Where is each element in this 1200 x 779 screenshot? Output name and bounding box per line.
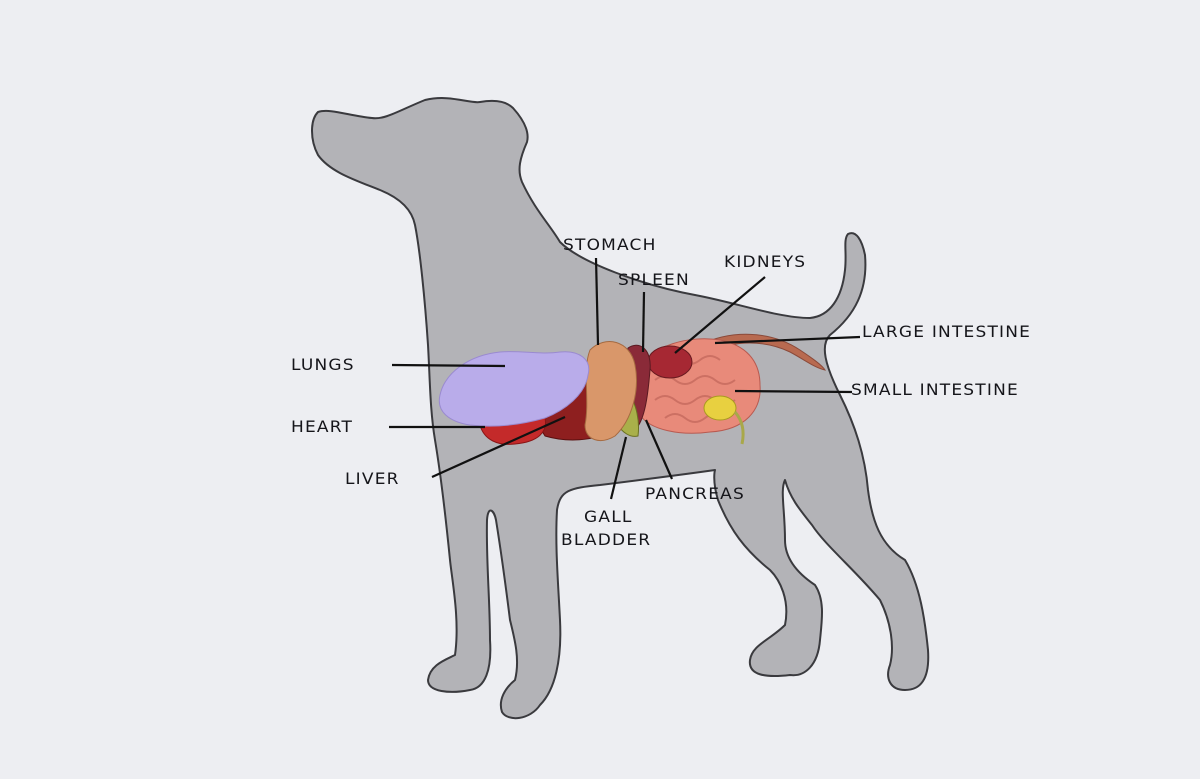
leader-liver: [431, 415, 566, 479]
leader-small-intestine: [734, 389, 853, 394]
label-stomach: STOMACH: [563, 235, 657, 255]
leader-stomach: [594, 257, 600, 346]
lungs-organ: [438, 351, 590, 427]
label-heart: HEART: [291, 417, 354, 437]
leader-large-intestine: [714, 335, 861, 345]
stomach-organ: [584, 341, 637, 441]
pancreas-bile-organ: [703, 395, 737, 421]
label-pancreas: PANCREAS: [645, 484, 745, 504]
leader-spleen: [641, 291, 646, 353]
label-gall-bladder-line2: BLADDER: [561, 530, 652, 550]
label-large-intestine: LARGE INTESTINE: [862, 322, 1032, 342]
leader-lungs: [391, 363, 506, 368]
leader-gall-bladder: [609, 436, 628, 500]
label-gall-bladder-line1: GALL: [584, 507, 633, 527]
label-lungs: LUNGS: [291, 355, 355, 375]
leader-lines: [389, 257, 861, 500]
organs: [438, 333, 827, 445]
label-spleen: SPLEEN: [618, 270, 690, 290]
label-kidneys: KIDNEYS: [724, 252, 807, 272]
label-liver: LIVER: [345, 469, 400, 489]
leader-pancreas: [644, 419, 674, 480]
kidneys-organ: [647, 345, 693, 379]
leader-kidneys: [674, 276, 766, 354]
label-small-intestine: SMALL INTESTINE: [851, 380, 1019, 400]
